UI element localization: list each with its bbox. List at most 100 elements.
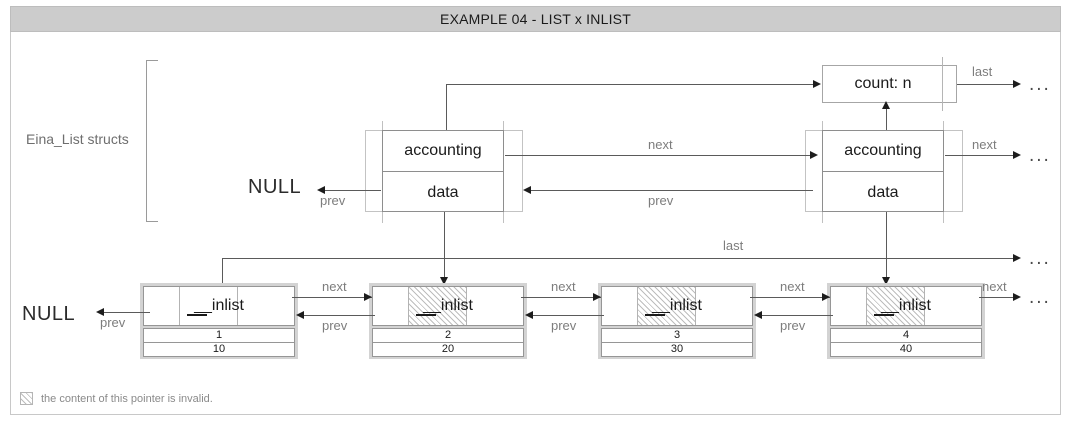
inlist-node-3-value-a: 3 xyxy=(601,328,753,343)
legend-text: the content of this pointer is invalid. xyxy=(41,392,213,405)
struct-prev-label: prev xyxy=(648,193,674,208)
title-bar: EXAMPLE 04 - LIST x INLIST xyxy=(10,6,1061,32)
struct-next-label: next xyxy=(648,137,673,152)
inlist-node-1-sep-left xyxy=(179,287,180,325)
node1-next-line xyxy=(292,297,372,298)
node4-next-arrowhead xyxy=(1013,293,1021,301)
inlist-node-1-value-a: 1 xyxy=(143,328,295,343)
struct1-data: data xyxy=(427,183,459,201)
struct2-next-line xyxy=(945,155,1019,156)
inlist-node-2-sep-left xyxy=(408,287,409,325)
struct1-prev-label: prev xyxy=(320,193,346,208)
list-struct-1: accounting data xyxy=(365,121,523,223)
struct1-inner: accounting data xyxy=(382,130,504,212)
list-struct-2: accounting data xyxy=(805,121,963,223)
inlist-node-3: __inlist 3 30 xyxy=(598,283,756,359)
inlist-node-4-sep-right xyxy=(924,287,925,325)
inlist-node-4-field: __inlist xyxy=(881,297,931,314)
node4-prev-arrowhead xyxy=(754,311,762,319)
inlist-node-4-underscore xyxy=(874,314,894,316)
acct1-to-count-vertical xyxy=(446,84,447,138)
last-line-left-riser xyxy=(222,258,223,300)
acct1-to-count-arrowhead xyxy=(813,80,821,88)
struct2-data: data xyxy=(867,183,899,201)
inlist-node-2-value-a: 2 xyxy=(372,328,524,343)
inlist-node-3-invalid-hatch xyxy=(637,287,695,325)
null-label-inlist: NULL xyxy=(22,303,76,325)
node4-next-label: next xyxy=(982,279,1007,294)
inlist-node-3-value-b: 30 xyxy=(601,342,753,357)
struct-prev-line xyxy=(530,190,813,191)
struct2-next-label: next xyxy=(972,137,997,152)
page-title: EXAMPLE 04 - LIST x INLIST xyxy=(440,11,631,27)
struct2-inner: accounting data xyxy=(822,130,944,212)
node3-next-line xyxy=(750,297,830,298)
node2-next-line xyxy=(521,297,601,298)
node3-next-label: next xyxy=(780,279,805,294)
inlist-node-2-underscore xyxy=(416,314,436,316)
node1-next-label: next xyxy=(322,279,347,294)
data1-to-node2-line xyxy=(444,212,445,282)
node1-prev-line xyxy=(104,312,150,313)
inlist-node-3-values: 3 30 xyxy=(601,328,753,358)
inlist-node-2-field: __inlist xyxy=(423,297,473,314)
inlist-node-1-values: 1 10 xyxy=(143,328,295,358)
struct-prev-arrowhead xyxy=(523,186,531,194)
inlist-node-2-values: 2 20 xyxy=(372,328,524,358)
node3-prev-label: prev xyxy=(551,318,577,333)
last-line xyxy=(222,258,1019,259)
inlist-node-3-sep-right xyxy=(695,287,696,325)
struct2-accounting: accounting xyxy=(823,131,943,172)
acct2-to-count-arrowhead xyxy=(882,101,890,109)
node3-prev-line xyxy=(532,315,604,316)
count-box: count: n xyxy=(822,57,957,111)
data2-to-node4-line xyxy=(886,212,887,282)
inlist-node-3-header: __inlist xyxy=(601,286,753,326)
inlist-node-4-values: 4 40 xyxy=(830,328,982,358)
inlist-node-1-header: __inlist xyxy=(143,286,295,326)
last-line-label: last xyxy=(723,238,744,253)
legend: the content of this pointer is invalid. xyxy=(20,392,213,405)
node1-prev-arrowhead xyxy=(96,308,104,316)
inlist-node-1: __inlist 1 10 xyxy=(140,283,298,359)
node1-prev-label: prev xyxy=(100,315,126,330)
node4-next-ellipsis: ... xyxy=(1029,287,1051,308)
count-last-line xyxy=(957,84,1019,85)
inlist-node-1-value-b: 10 xyxy=(143,342,295,357)
count-last-ellipsis: ... xyxy=(1029,74,1051,95)
node1-next-arrowhead xyxy=(364,293,372,301)
count-label: count: n xyxy=(854,75,912,92)
last-line-arrowhead xyxy=(1013,254,1021,262)
eina-list-bracket xyxy=(146,60,158,222)
node3-prev-arrowhead xyxy=(525,311,533,319)
data2-to-node4-arrowhead xyxy=(882,277,890,285)
hatched-square-icon xyxy=(20,392,33,405)
inlist-node-2-invalid-hatch xyxy=(408,287,466,325)
inlist-node-2-header: __inlist xyxy=(372,286,524,326)
struct2-next-ellipsis: ... xyxy=(1029,145,1051,166)
node4-prev-line xyxy=(761,315,833,316)
struct-next-line xyxy=(505,155,813,156)
count-box-divider xyxy=(942,57,943,111)
inlist-node-4-value-b: 40 xyxy=(830,342,982,357)
struct1-prev-arrowhead xyxy=(317,186,325,194)
inlist-node-1-underscore xyxy=(187,314,207,316)
struct2-next-arrowhead xyxy=(1013,151,1021,159)
data1-to-node2-arrowhead xyxy=(440,277,448,285)
inlist-node-2-sep-right xyxy=(466,287,467,325)
inlist-node-4-value-a: 4 xyxy=(830,328,982,343)
node4-next-line xyxy=(979,297,1019,298)
inlist-node-3-underscore xyxy=(645,314,665,316)
null-label-structs: NULL xyxy=(248,176,302,198)
acct1-to-count-horizontal xyxy=(446,84,814,85)
acct2-to-count-vertical xyxy=(886,103,887,131)
inlist-node-4-invalid-hatch xyxy=(866,287,924,325)
struct1-prev-line xyxy=(325,190,381,191)
inlist-node-2: __inlist 2 20 xyxy=(369,283,527,359)
count-last-label: last xyxy=(972,64,993,79)
struct-next-arrowhead xyxy=(810,151,818,159)
node2-next-arrowhead xyxy=(593,293,601,301)
node2-prev-label: prev xyxy=(322,318,348,333)
node4-prev-label: prev xyxy=(780,318,806,333)
inlist-node-4: __inlist 4 40 xyxy=(827,283,985,359)
